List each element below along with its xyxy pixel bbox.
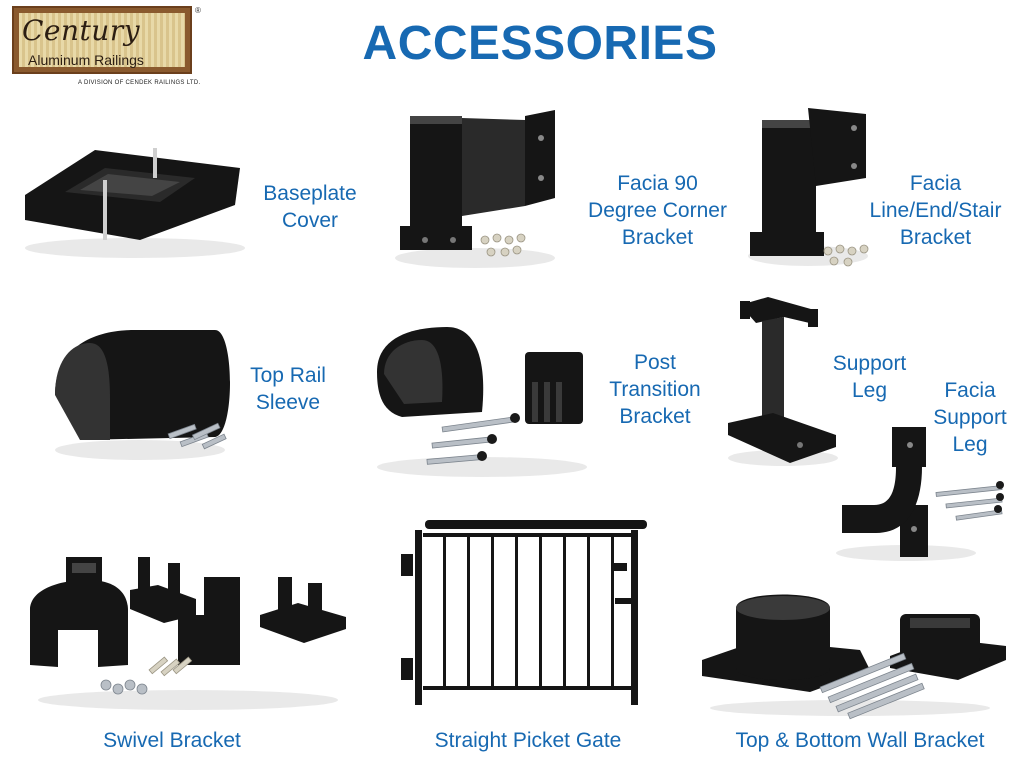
facia-line-bracket-label: Facia Line/End/Stair Bracket [869, 172, 1002, 249]
top-rail-sleeve-label: Top Rail Sleeve [250, 364, 326, 414]
facia-support-leg-label: Facia Support Leg [933, 379, 1007, 456]
support-leg-label: Support Leg [832, 352, 907, 402]
swivel-bracket-image [30, 557, 346, 710]
post-transition-bracket-image [377, 327, 587, 477]
facia-support-leg-image [836, 427, 1004, 561]
top-bottom-wall-bracket-image [702, 594, 1006, 720]
logo-brand-sub: Aluminum Railings [28, 52, 144, 68]
company-logo: Century Aluminum Railings ® A DIVISION O… [12, 6, 201, 90]
page-title: ACCESSORIES [362, 17, 718, 70]
facia-line-bracket-image [748, 108, 869, 267]
swivel-bracket-label: Swivel Bracket [103, 729, 241, 752]
top-bottom-wall-bracket-label: Top & Bottom Wall Bracket [735, 729, 985, 752]
logo-division-text: A DIVISION OF CENDEK RAILINGS LTD. [78, 80, 201, 86]
straight-picket-gate-image [401, 520, 647, 705]
logo-frame: Century Aluminum Railings [12, 6, 192, 74]
post-transition-bracket-label: Post Transition Bracket [609, 351, 701, 428]
registered-mark: ® [195, 6, 201, 15]
facia-90-bracket-label: Facia 90 Degree Corner Bracket [588, 172, 727, 249]
top-rail-sleeve-image [55, 330, 230, 460]
baseplate-cover-label: Baseplate Cover [263, 182, 357, 232]
facia-90-bracket-image [395, 110, 555, 268]
support-leg-image [728, 297, 838, 466]
baseplate-cover-image [25, 148, 245, 258]
straight-picket-gate-label: Straight Picket Gate [434, 729, 622, 752]
logo-brand-script: Century [22, 14, 141, 47]
